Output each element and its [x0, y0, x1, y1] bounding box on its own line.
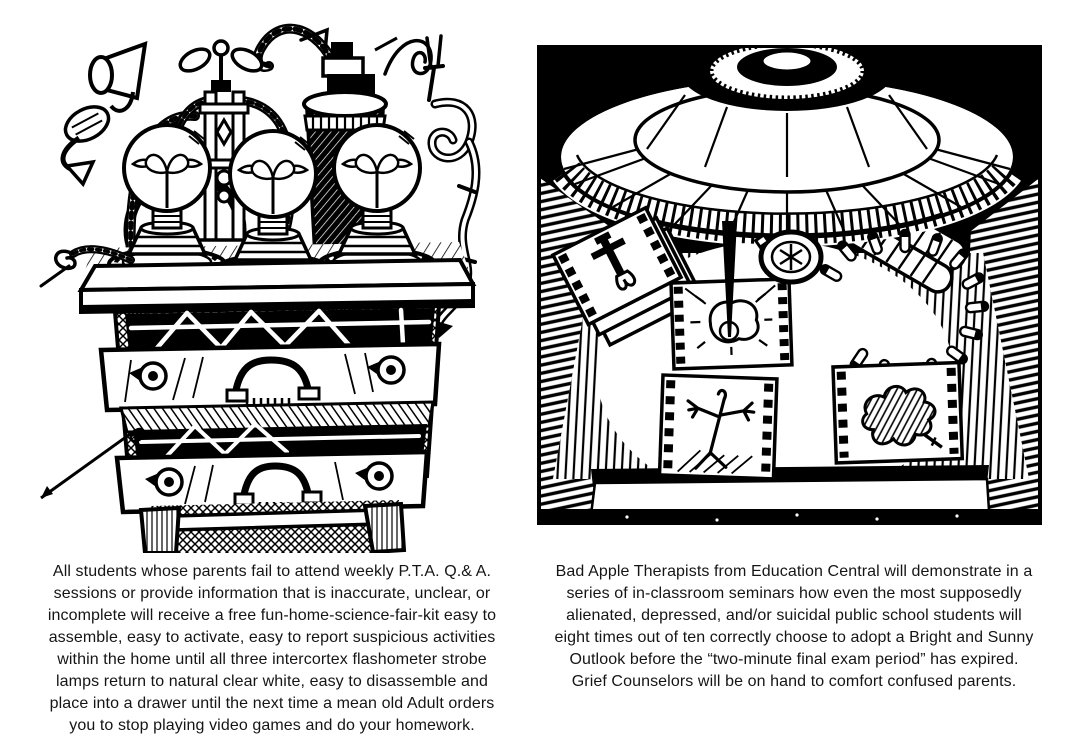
caption-line: alienated, depressed, and/or suicidal pu… [566, 607, 1022, 624]
panel-border [537, 45, 1042, 525]
caption-line: you to stop playing video games and do y… [69, 717, 475, 734]
caption-line: eight times out of ten correctly choose … [554, 629, 1034, 646]
needle [40, 427, 146, 500]
dagger-symbol [590, 231, 637, 291]
caption-line: series of in-classroom seminars how even… [566, 585, 1022, 602]
caption-line: Grief Counselors will be on hand to comf… [571, 673, 1017, 690]
caption-line: incomplete will receive a free fun-home-… [47, 607, 497, 624]
dresser-illustration-svg [39, 23, 481, 553]
caption-line: Outlook before the “two-minute final exa… [569, 651, 1019, 668]
caption-line: place into a drawer until the next time … [49, 695, 495, 712]
drawer1-handle [225, 356, 321, 405]
pocket-watch [753, 229, 824, 285]
frog-figure [861, 384, 937, 447]
dresser-illustration [35, 8, 515, 553]
frog-card [831, 360, 965, 465]
right-caption: Bad Apple Therapists from Education Cent… [540, 561, 1048, 693]
dresser [40, 257, 477, 553]
left-caption: All students whose parents fail to atten… [28, 561, 516, 737]
caption-line: assemble, easy to activate, easy to repo… [48, 629, 496, 646]
horn-and-vessel [60, 40, 148, 188]
card-stack [550, 205, 706, 348]
caption-line: Bad Apple Therapists from Education Cent… [555, 563, 1033, 580]
caption-line: within the home until all three intercor… [57, 651, 487, 668]
spiral-wire [39, 245, 135, 288]
caption-line: sessions or provide information that is … [53, 585, 491, 602]
caption-line: lamps return to natural clear white, eas… [56, 673, 488, 690]
spindle [722, 221, 737, 337]
sun-card [669, 221, 794, 371]
stick-figure-card [657, 373, 779, 481]
caption-line: All students whose parents fail to atten… [52, 563, 492, 580]
spinning-top-illustration [537, 45, 1042, 525]
spinning-top-illustration-svg [537, 45, 1042, 525]
